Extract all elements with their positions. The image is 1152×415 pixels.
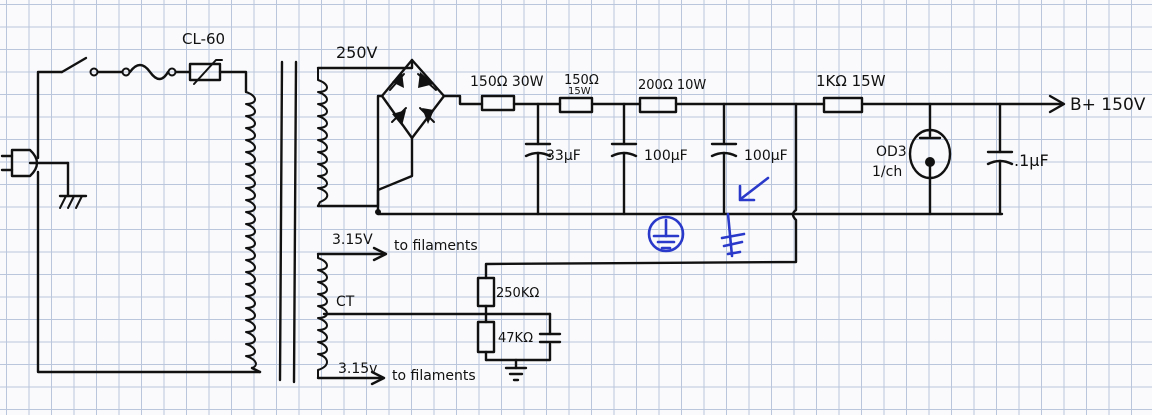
capacitor-c3: 100μF — [710, 102, 788, 216]
r4-label: 1KΩ 15W — [816, 72, 886, 90]
capacitor-c4: .1μF — [986, 102, 1049, 216]
r-divider-bottom-label: 47KΩ — [498, 331, 533, 346]
ground-stub-icon — [726, 212, 734, 258]
thermistor-label: CL-60 — [182, 30, 225, 48]
ground-rail — [375, 102, 1004, 280]
heater-bottom-arrow — [370, 370, 386, 386]
heater-top-voltage: 3.15V — [332, 232, 373, 248]
b-plus-rail — [480, 94, 1066, 114]
transformer-primary — [245, 91, 262, 374]
fuse — [96, 63, 192, 81]
r2-value-label: 150Ω — [564, 73, 599, 88]
heater-bias-divider: 250KΩ 47KΩ — [476, 276, 562, 382]
power-switch — [60, 56, 99, 77]
blue-annotations — [647, 176, 770, 258]
heater-secondary-winding — [317, 253, 328, 379]
od3-regulator-tube: OD3 1/ch — [872, 102, 952, 216]
r2-power-label: 15W — [568, 86, 591, 97]
capacitor-c1: 33μF — [524, 102, 581, 216]
regulator-tube-label: OD3 — [876, 144, 907, 160]
bridge-rectifier — [380, 58, 446, 140]
c3-label: 100μF — [744, 148, 788, 164]
hv-wire-top — [316, 58, 414, 70]
hv-secondary-winding: 250V — [317, 43, 378, 207]
heater-top-arrow — [372, 246, 388, 262]
diode-3 — [392, 110, 406, 126]
r1-label: 150Ω 30W — [470, 74, 544, 90]
hv-wire-bottom — [316, 94, 384, 208]
r3-label: 200Ω 10W — [638, 78, 706, 93]
heater-bottom-destination: to filaments — [392, 368, 476, 384]
heater-bottom-voltage: 3.15v — [338, 361, 377, 377]
regulator-note-label: 1/ch — [872, 164, 902, 180]
circled-ground-icon — [647, 215, 685, 253]
secondary-voltage-label: 250V — [336, 43, 378, 62]
bridge-positive-out — [442, 94, 484, 106]
c4-label: .1μF — [1014, 151, 1049, 170]
c2-label: 100μF — [644, 148, 688, 164]
center-tap-label: CT — [336, 294, 355, 310]
c1-label: 33μF — [546, 148, 581, 164]
pointer-arrow-icon — [740, 176, 770, 200]
bridge-negative-out — [376, 136, 414, 216]
heater-top-destination: to filaments — [394, 238, 478, 254]
mains-plug — [0, 148, 70, 178]
thermistor-cl60: CL-60 — [182, 30, 248, 94]
r-divider-top-label: 250KΩ — [496, 286, 539, 301]
transformer-core — [278, 60, 298, 384]
chassis-ground-symbol — [58, 161, 88, 209]
mains-wiring — [36, 70, 262, 374]
capacitor-c2: 100μF — [610, 102, 688, 216]
output-label: B+ 150V — [1070, 95, 1146, 115]
